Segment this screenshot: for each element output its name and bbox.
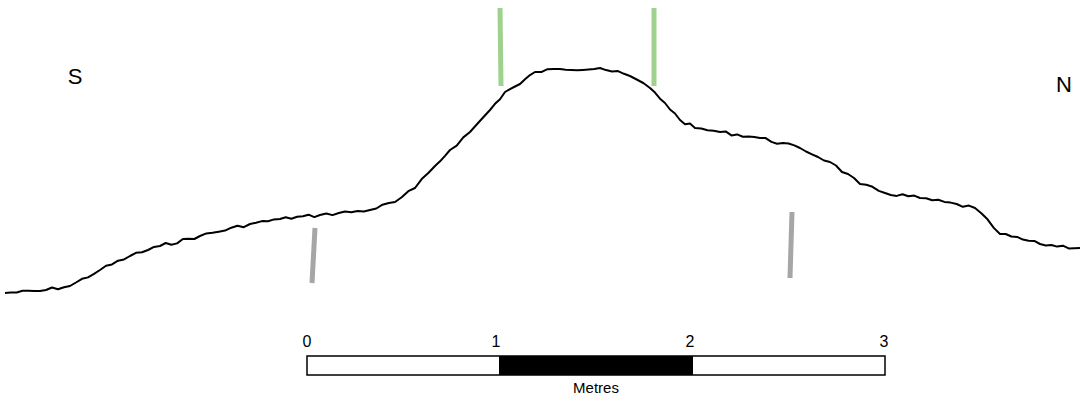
- scale-bar: [307, 356, 885, 375]
- mound-profile: [5, 68, 1080, 293]
- scale-number: 0: [303, 334, 312, 350]
- scale-unit: Metres: [573, 380, 619, 395]
- grey-marker: [790, 212, 792, 278]
- green-marker: [500, 8, 501, 86]
- scale-bar-black: [499, 356, 693, 375]
- direction-label: N: [1056, 74, 1072, 96]
- grey-marker: [312, 228, 315, 283]
- scale-number: 3: [880, 334, 889, 350]
- green-marker: [652, 8, 657, 86]
- scale-number: 2: [686, 334, 695, 350]
- scale-number: 1: [492, 334, 501, 350]
- direction-label: S: [68, 66, 83, 88]
